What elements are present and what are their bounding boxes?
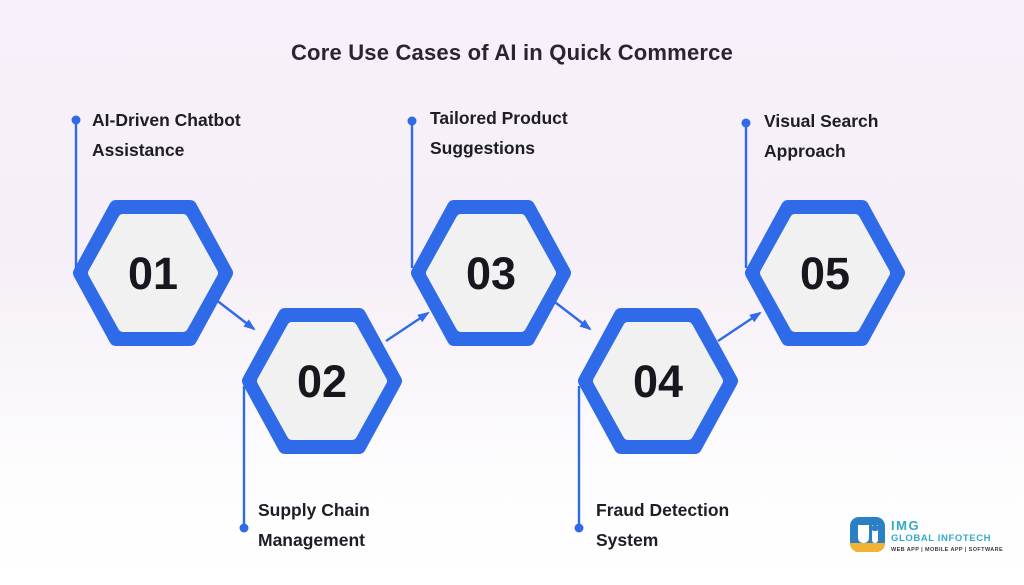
step-label-line: Assistance bbox=[92, 139, 185, 160]
brand-logo-text: IMG GLOBAL INFOTECH WEB APP | MOBILE APP… bbox=[891, 517, 1003, 554]
logo-u-shape bbox=[858, 525, 869, 543]
step-label-line: Approach bbox=[764, 140, 846, 161]
step-label-line: Suggestions bbox=[430, 137, 536, 158]
flow-arrow-02-03 bbox=[385, 311, 430, 342]
step-label-04: Fraud Detection System bbox=[596, 496, 729, 555]
connector-dot-04 bbox=[574, 523, 584, 533]
hexagon-01: 01 bbox=[73, 200, 233, 346]
hexagon-04: 04 bbox=[578, 308, 738, 454]
step-number: 05 bbox=[800, 248, 850, 299]
step-label-line: AI-Driven Chatbot bbox=[92, 110, 241, 130]
logo-subtitle: GLOBAL INFOTECH bbox=[891, 533, 992, 544]
step-label-line: Fraud Detection bbox=[596, 500, 730, 520]
step-number: 03 bbox=[466, 248, 516, 299]
step-label-line: Visual Search bbox=[764, 111, 879, 131]
step-label-03: Tailored Product Suggestions bbox=[430, 104, 568, 163]
logo-yellow-strip bbox=[850, 543, 885, 552]
step-label-line: Tailored Product bbox=[430, 108, 568, 128]
step-number: 04 bbox=[633, 356, 683, 407]
step-label-line: Management bbox=[258, 529, 365, 550]
hexagon-fill bbox=[257, 322, 387, 440]
step-label-line: System bbox=[596, 529, 659, 550]
logo-name: IMG bbox=[891, 518, 921, 533]
step-label-01: AI-Driven Chatbot Assistance bbox=[92, 106, 241, 165]
flow-arrow-04-05 bbox=[717, 311, 762, 342]
hexagon-fill bbox=[593, 322, 723, 440]
connector-dot-01 bbox=[71, 115, 81, 125]
logo-i-dot bbox=[872, 525, 878, 531]
step-number: 01 bbox=[128, 248, 178, 299]
hexagon-fill bbox=[88, 214, 218, 332]
step-label-line: Supply Chain bbox=[258, 500, 370, 520]
brand-logo: IMG GLOBAL INFOTECH WEB APP | MOBILE APP… bbox=[850, 517, 1003, 554]
hexagon-05: 05 bbox=[745, 200, 905, 346]
page-title: Core Use Cases of AI in Quick Commerce bbox=[290, 40, 734, 65]
connector-dot-05 bbox=[741, 118, 751, 128]
step-number: 02 bbox=[297, 356, 347, 407]
logo-i-shape bbox=[872, 525, 878, 543]
step-label-02: Supply Chain Management bbox=[258, 496, 370, 555]
hexagon-03: 03 bbox=[411, 200, 571, 346]
logo-tagline: WEB APP | MOBILE APP | SOFTWARE bbox=[891, 547, 1004, 553]
hexagon-fill bbox=[426, 214, 556, 332]
connector-dot-02 bbox=[239, 523, 249, 533]
hexagon-02: 02 bbox=[242, 308, 402, 454]
hexagon-fill bbox=[760, 214, 890, 332]
brand-logo-icon bbox=[850, 517, 885, 552]
step-label-05: Visual Search Approach bbox=[764, 107, 878, 166]
connector-dot-03 bbox=[407, 116, 417, 126]
